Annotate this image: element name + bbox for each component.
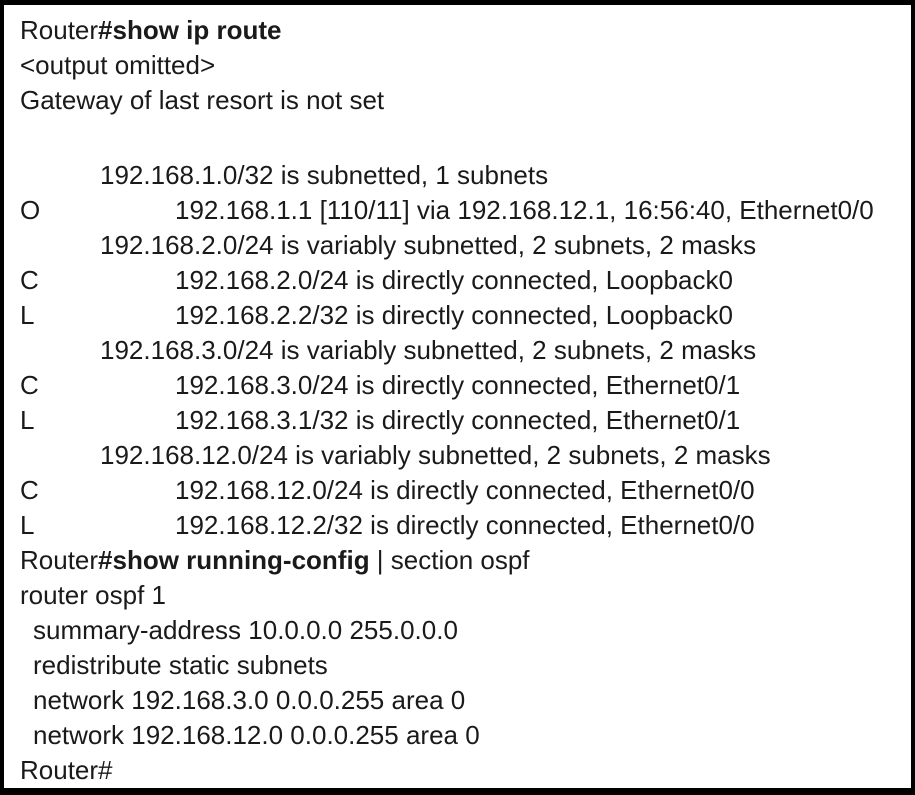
route-summary-line: 192.168.12.0/24 is variably subnetted, 2… [100,440,771,470]
final-prompt-line: Router# [20,755,113,785]
blank-gap [20,118,911,158]
route-entry-line: L 192.168.2.2/32 is directly connected, L… [20,298,911,333]
route-entry-line: C 192.168.3.0/24 is directly connected, E… [20,368,911,403]
route-code: L [20,510,35,540]
prompt-text: Router [20,545,99,575]
route-entry-line: C 192.168.2.0/24 is directly connected, L… [20,263,911,298]
route-summary-line: 192.168.1.0/32 is subnetted, 1 subnets [100,160,549,190]
route-text: 192.168.1.1 [110/11] via 192.168.12.1, 1… [175,195,874,225]
config-line-network-1: network 192.168.3.0 0.0.0.255 area 0 [33,685,466,715]
route-summary-line: 192.168.3.0/24 is variably subnetted, 2 … [100,335,757,365]
output-omitted-line: <output omitted> [20,50,216,80]
route-text: 192.168.12.2/32 is directly connected, E… [175,510,755,540]
prompt-text: Router [20,15,99,45]
command-suffix: | section ospf [369,545,530,575]
route-entry-line: C 192.168.12.0/24 is directly connected, … [20,473,911,508]
route-text: 192.168.2.0/24 is directly connected, Lo… [175,265,733,295]
route-text: 192.168.3.0/24 is directly connected, Et… [175,370,741,400]
route-code: C [20,475,39,505]
command-text: #show ip route [98,15,282,45]
route-summary-line: 192.168.2.0/24 is variably subnetted, 2 … [100,230,757,260]
config-line-network-2: network 192.168.12.0 0.0.0.255 area 0 [33,720,480,750]
route-entry-line: L 192.168.12.2/32 is directly connected, … [20,508,911,543]
route-code: O [20,195,41,225]
route-code: C [20,370,39,400]
route-text: 192.168.12.0/24 is directly connected, E… [175,475,755,505]
route-entry-line: O 192.168.1.1 [110/11] via 192.168.12.1, … [20,193,911,228]
config-line-redistribute: redistribute static subnets [33,650,328,680]
config-line-router-ospf: router ospf 1 [20,580,166,610]
command-text: #show running-config [98,545,370,575]
config-line-summary-address: summary-address 10.0.0.0 255.0.0.0 [33,615,458,645]
command-line-show-running-config: Router#show running-config | section osp… [20,543,911,578]
route-code: C [20,265,39,295]
route-text: 192.168.3.1/32 is directly connected, Et… [175,405,741,435]
command-line-show-ip-route: Router#show ip route [20,13,911,48]
gateway-line: Gateway of last resort is not set [20,85,385,115]
route-entry-line: L 192.168.3.1/32 is directly connected, E… [20,403,911,438]
route-code: L [20,405,35,435]
route-code: L [20,300,35,330]
route-text: 192.168.2.2/32 is directly connected, Lo… [175,300,733,330]
